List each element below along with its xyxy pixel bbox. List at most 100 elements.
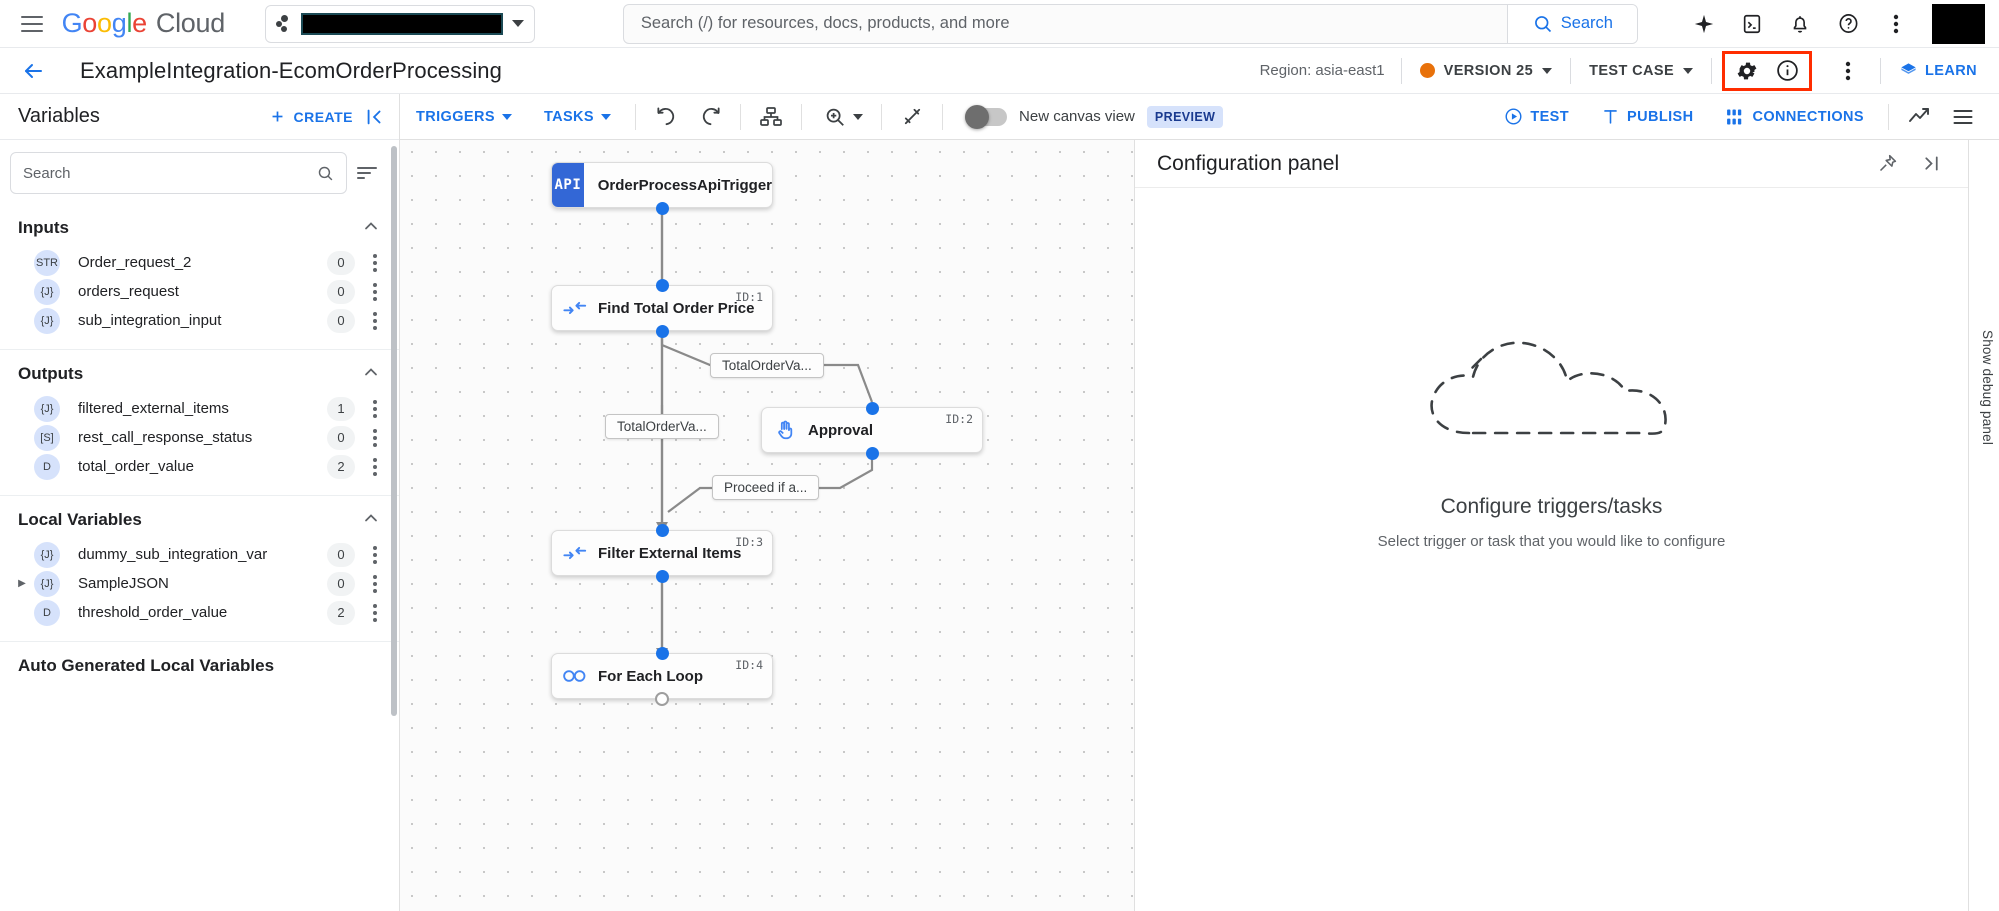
variable-name: orders_request (78, 283, 179, 300)
variable-count: 2 (327, 600, 355, 625)
node-output-port[interactable] (866, 447, 879, 460)
search-input[interactable]: Search (/) for resources, docs, products… (640, 14, 1010, 32)
node-id: ID:1 (735, 290, 763, 304)
google-cloud-logo[interactable]: Google Cloud (61, 8, 226, 38)
new-canvas-view-toggle[interactable] (965, 104, 1008, 129)
gemini-sparkle-icon[interactable] (1682, 2, 1726, 46)
section-title: Outputs (18, 364, 84, 383)
analytics-chart-icon[interactable] (1897, 94, 1941, 140)
node-input-port[interactable] (866, 402, 879, 415)
search-button[interactable]: Search (1507, 4, 1638, 43)
node-input-port[interactable] (656, 524, 669, 537)
divider (635, 103, 637, 130)
list-item[interactable]: {J} dummy_sub_integration_var 0 (0, 540, 399, 569)
sort-filter-icon[interactable] (357, 160, 383, 186)
row-kebab-icon[interactable] (365, 399, 385, 418)
back-arrow-icon[interactable] (16, 54, 50, 88)
list-item[interactable]: {J} filtered_external_items 1 (0, 394, 399, 423)
node-find-total-order-price[interactable]: Find Total Order Price ID:1 (551, 285, 773, 331)
pin-icon[interactable] (1868, 145, 1906, 183)
cloud-shell-icon[interactable] (1730, 2, 1774, 46)
node-input-port[interactable] (656, 647, 669, 660)
row-kebab-icon[interactable] (365, 282, 385, 301)
configuration-panel-title: Configuration panel (1157, 151, 1340, 175)
section-header-outputs[interactable]: Outputs (0, 354, 399, 394)
variables-search-input[interactable]: Search (10, 152, 347, 194)
expand-panel-icon[interactable] (1912, 145, 1950, 183)
collapse-panel-icon[interactable] (353, 95, 397, 139)
settings-gear-icon[interactable] (1727, 52, 1767, 90)
configuration-panel-header: Configuration panel (1135, 140, 1968, 188)
node-order-process-api-trigger[interactable]: API OrderProcessApiTrigger (551, 162, 773, 208)
list-item[interactable]: D threshold_order_value 2 (0, 598, 399, 627)
variable-type-badge: {J} (34, 395, 60, 422)
variables-section-outputs: Outputs {J} filtered_external_items 1 [S… (0, 350, 399, 496)
node-output-port[interactable] (655, 692, 669, 706)
variable-count: 0 (327, 542, 355, 567)
edge-label[interactable]: Proceed if a... (712, 475, 820, 500)
edge-label[interactable]: TotalOrderVa... (605, 414, 719, 439)
variable-count: 0 (327, 308, 355, 333)
redo-icon[interactable] (688, 94, 732, 140)
node-id: ID:4 (735, 658, 763, 672)
project-name-redacted (300, 12, 503, 35)
integration-canvas[interactable]: API OrderProcessApiTrigger Find Total Or… (400, 140, 1134, 911)
variable-name: filtered_external_items (78, 400, 229, 417)
list-item[interactable]: {J} sub_integration_input 0 (0, 306, 399, 335)
node-filter-external-items[interactable]: Filter External Items ID:3 (551, 530, 773, 576)
hamburger-menu-icon[interactable] (10, 0, 54, 48)
row-kebab-icon[interactable] (365, 603, 385, 622)
global-search[interactable]: Search (/) for resources, docs, products… (622, 3, 1639, 44)
row-kebab-icon[interactable] (365, 457, 385, 476)
row-kebab-icon[interactable] (365, 428, 385, 447)
zoom-control[interactable] (810, 94, 873, 140)
row-kebab-icon[interactable] (365, 311, 385, 330)
row-kebab-icon[interactable] (365, 253, 385, 272)
test-button[interactable]: TEST (1488, 94, 1585, 140)
list-item[interactable]: ▶ {J} SampleJSON 0 (0, 569, 399, 598)
node-approval[interactable]: Approval ID:2 (761, 407, 983, 453)
list-item[interactable]: STR Order_request_2 0 (0, 248, 399, 277)
undo-icon[interactable] (644, 94, 688, 140)
auto-layout-icon[interactable] (749, 94, 793, 140)
variables-panel-scrollbar[interactable] (391, 146, 397, 716)
tasks-menu[interactable]: TASKS (528, 94, 627, 140)
list-view-icon[interactable] (1941, 94, 1985, 140)
variable-name: threshold_order_value (78, 604, 228, 621)
expand-row-icon[interactable]: ▶ (18, 578, 26, 589)
edge-label[interactable]: TotalOrderVa... (710, 353, 824, 378)
page-overflow-kebab-icon[interactable] (1828, 52, 1868, 90)
row-kebab-icon[interactable] (365, 574, 385, 593)
create-variable-button[interactable]: CREATE (269, 108, 353, 125)
list-item[interactable]: D total_order_value 2 (0, 452, 399, 481)
node-output-port[interactable] (656, 570, 669, 583)
list-item[interactable]: {J} orders_request 0 (0, 277, 399, 306)
info-circle-icon[interactable] (1767, 52, 1807, 90)
top-bar: Google Cloud Search (/) for resources, d… (0, 0, 1999, 48)
kebab-menu-icon[interactable] (1874, 2, 1918, 46)
project-selector[interactable] (264, 4, 535, 43)
learn-button[interactable]: LEARN (1881, 61, 1999, 80)
help-question-icon[interactable] (1826, 2, 1870, 46)
triggers-menu[interactable]: TRIGGERS (400, 94, 528, 140)
test-case-selector[interactable]: TEST CASE (1571, 63, 1711, 79)
publish-button[interactable]: PUBLISH (1585, 94, 1709, 140)
node-output-port[interactable] (656, 325, 669, 338)
variable-type-badge: [S] (34, 424, 60, 451)
version-selector[interactable]: VERSION 25 (1402, 63, 1570, 79)
section-header-auto-generated[interactable]: Auto Generated Local Variables (0, 646, 399, 686)
notifications-bell-icon[interactable] (1778, 2, 1822, 46)
list-item[interactable]: [S] rest_call_response_status 0 (0, 423, 399, 452)
node-label: Filter External Items (598, 544, 742, 562)
edit-pen-icon[interactable] (890, 94, 934, 140)
row-kebab-icon[interactable] (365, 545, 385, 564)
node-output-port[interactable] (656, 202, 669, 215)
debug-panel-rail[interactable]: Show debug panel (1968, 140, 1999, 911)
user-avatar-redacted[interactable] (1932, 3, 1985, 44)
node-for-each-loop[interactable]: For Each Loop ID:4 (551, 653, 773, 699)
section-header-inputs[interactable]: Inputs (0, 208, 399, 248)
connections-button[interactable]: CONNECTIONS (1709, 94, 1880, 140)
section-header-local-variables[interactable]: Local Variables (0, 500, 399, 540)
node-input-port[interactable] (656, 279, 669, 292)
variable-type-badge: {J} (34, 541, 60, 568)
